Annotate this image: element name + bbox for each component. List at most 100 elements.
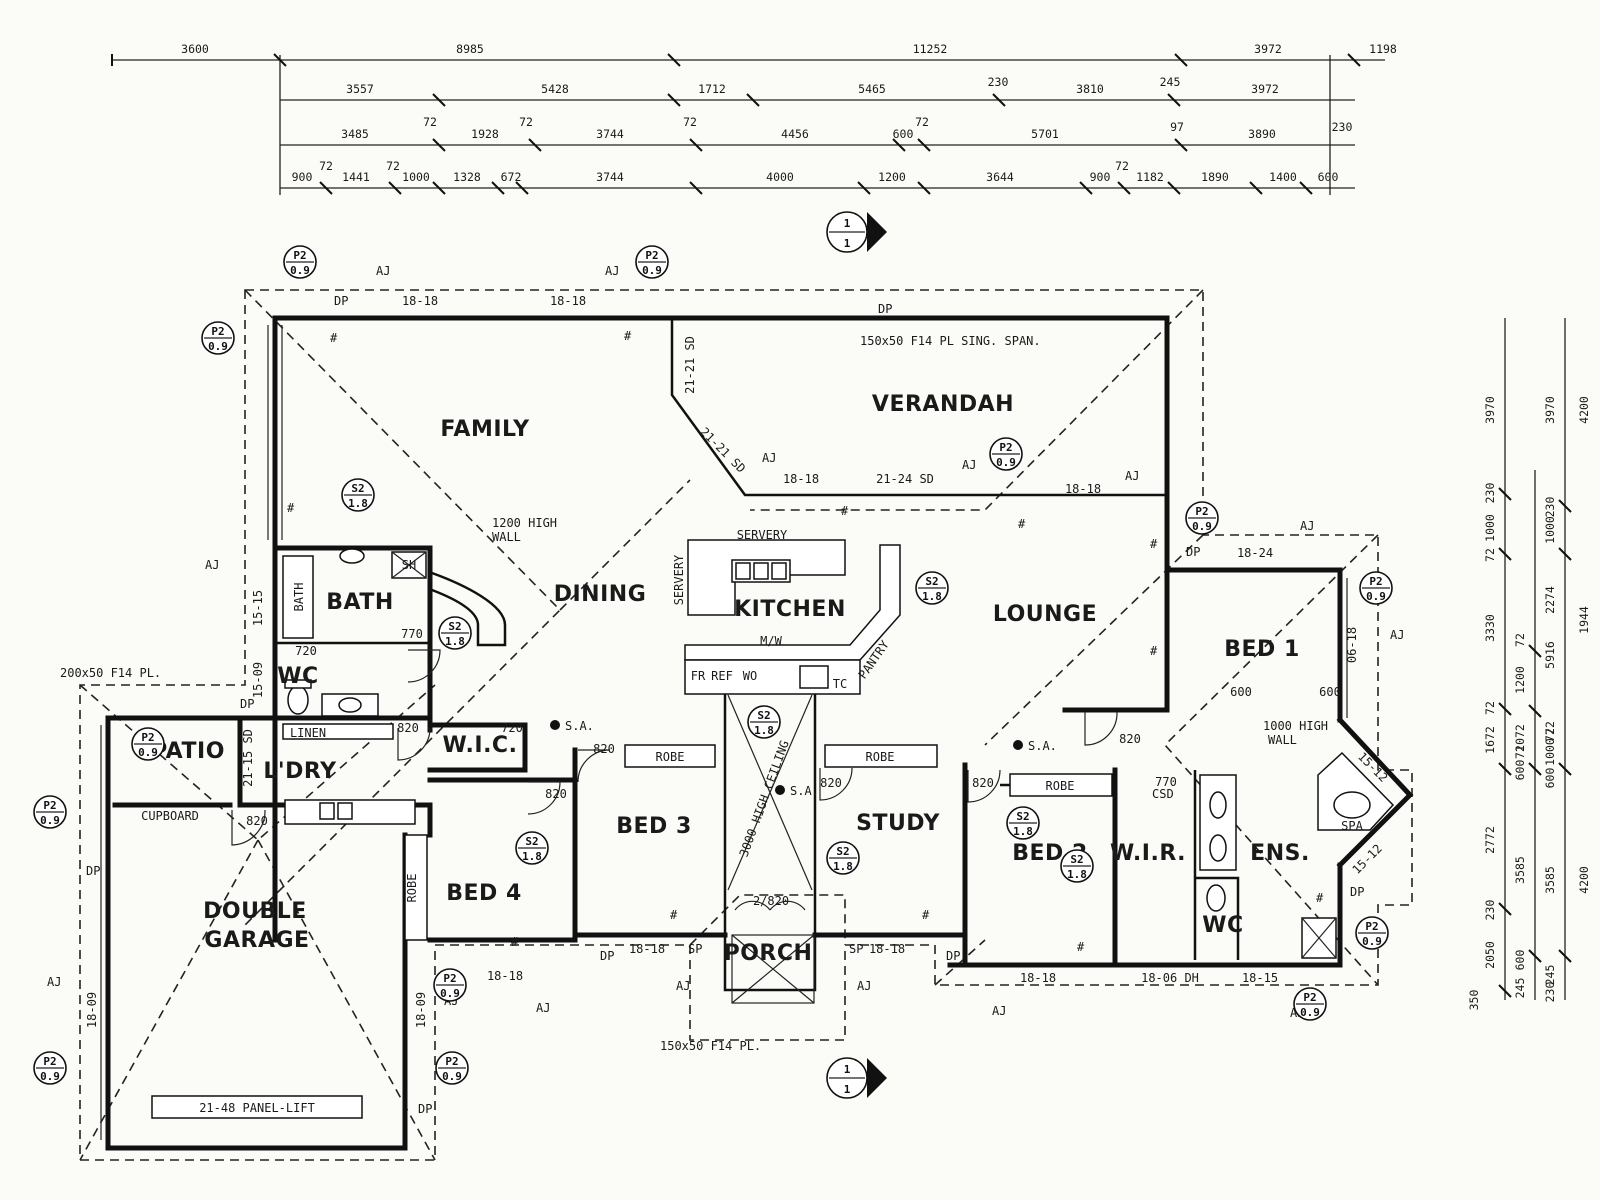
door-720-wic: 720 [501,721,523,735]
room-verandah: VERANDAH [872,392,1014,417]
label-dp-4: DP [240,697,254,711]
window-tags: P20.9P20.9P20.9P20.9P20.9P20.9P20.9P20.9… [33,245,1393,1085]
room-garage-line1: DOUBLE [203,899,307,924]
p2-window-tag: P20.9 [201,321,235,355]
opening-laundry-sd: 21-15 SD [241,729,255,787]
door-820-laundry: 820 [397,721,419,735]
p2-tag-code: P2 [1195,505,1208,518]
s2-tag-size: 1.8 [754,724,774,737]
opening-bed1-0618: 06-18 [1345,627,1359,663]
dim-top-r3-1: 72 [319,159,333,173]
opening-diag-sd: 21-21 SD [697,425,748,476]
dim-top-r3-0: 900 [292,170,313,184]
label-aj-9: AJ [47,975,61,989]
s2-tag-size: 1.8 [348,497,368,510]
p2-window-tag: P20.9 [131,727,165,761]
dim-right-b5: 3585 [1513,856,1527,884]
label-dp-9: DP [418,1102,432,1116]
dim-top-r2-11: 3890 [1248,127,1276,141]
dim-right-b1: 1200 [1513,666,1527,694]
dim-right-c6: 600 [1543,768,1557,789]
label-dp-3: DP [1186,545,1200,559]
dim-right-c9: 3585 [1543,866,1557,894]
dim-right-b7: 245 [1513,978,1527,999]
dim-right-b3: 600 [1513,760,1527,781]
room-porch: PORCH [724,941,813,966]
dim-top-r2-8: 72 [915,115,929,129]
dim-top-r0-1: 8985 [456,42,484,56]
room-bath: BATH [326,590,394,615]
door-820-study: 820 [820,776,842,790]
p2-window-tag: P20.9 [1359,571,1393,605]
dim-top-r2-9: 5701 [1031,127,1059,141]
dim-top-r1-1: 5428 [541,82,569,96]
opening-family-2: 18-18 [550,294,586,308]
dim-right-b6: 600 [1513,950,1527,971]
top-dimension-strings: 3600 8985 11252 3972 1198 3557 5428 1712… [111,42,1397,195]
dim-top-r2-6: 4456 [781,127,809,141]
room-bed1: BED 1 [1224,637,1300,662]
room-lounge: LOUNGE [993,602,1097,627]
dim-right-c3: 2274 [1543,586,1557,614]
label-aj-10: AJ [536,1001,550,1015]
door-820-lounge: 820 [1119,732,1141,746]
label-panel-lift: 21-48 PANEL-LIFT [199,1101,315,1115]
s2-tag-size: 1.8 [522,850,542,863]
p2-tag-code: P2 [43,1055,56,1068]
walls [105,315,1414,1151]
dim-top-r2-2: 1928 [471,127,499,141]
dim-top-r1-3: 5465 [858,82,886,96]
s2-tag-size: 1.8 [1013,825,1033,838]
label-sp-2: SP [849,942,863,956]
opening-garage-1809b: 18-09 [414,992,428,1028]
dim-right-c7: 1000 [1543,738,1557,766]
p2-tag-code: P2 [1303,991,1316,1004]
door-820-bed2: 820 [972,776,994,790]
dim-right-c4: 5916 [1543,641,1557,669]
dim-right-a9: 2050 [1483,941,1497,969]
smoke-alarms [550,720,1023,795]
opening-verandah-2: 18-18 [1065,482,1101,496]
dim-top-r3-11: 900 [1090,170,1111,184]
room-wc: WC [277,664,318,689]
p2-tag-size: 0.9 [440,987,460,1000]
p2-tag-size: 0.9 [290,264,310,277]
opening-ens-1815: 18-15 [1242,971,1278,985]
label-ref: REF [711,669,733,683]
p2-tag-size: 0.9 [996,456,1016,469]
label-verandah-beam: 150x50 F14 PL SING. SPAN. [860,334,1041,348]
s2-window-tag: S21.8 [826,841,860,875]
s2-window-tag: S21.8 [341,478,375,512]
label-dp-8: DP [946,949,960,963]
label-dp-6: DP [1350,885,1364,899]
p2-tag-code: P2 [293,249,306,262]
roof-outline [79,289,1413,1161]
opening-bed3: 18-18 [629,942,665,956]
label-aj-6: AJ [1300,519,1314,533]
label-robe-study: ROBE [866,750,895,764]
p2-tag-code: P2 [1365,920,1378,933]
label-hash-7: # [1150,644,1158,658]
p2-tag-size: 0.9 [138,746,158,759]
dim-top-r2-1: 72 [423,115,437,129]
dim-right-d1: 1944 [1577,606,1591,634]
s2-window-tag: S21.8 [1060,849,1094,883]
dim-right-c5: 72 [1543,721,1557,735]
opening-garage-1809a: 18-09 [85,992,99,1028]
s2-tag-code: S2 [1016,810,1029,823]
dim-right-a5: 72 [1483,701,1497,715]
room-study: STUDY [856,811,940,836]
dim-top-r2-12: 230 [1332,120,1353,134]
dim-top-r3-8: 4000 [766,170,794,184]
p2-window-tag: P20.9 [283,245,317,279]
right-dimension-strings: 3970 230 1000 72 3330 72 1672 2772 230 2… [1467,318,1591,1010]
door-swings [231,649,1118,911]
p2-tag-code: P2 [141,731,154,744]
s2-tag-size: 1.8 [1067,868,1087,881]
label-aj-2: AJ [605,264,619,278]
dim-right-a10: 350 [1467,990,1481,1011]
s2-window-tag: S21.8 [747,705,781,739]
dim-right-a7: 2772 [1483,826,1497,854]
p2-tag-code: P2 [645,249,658,262]
